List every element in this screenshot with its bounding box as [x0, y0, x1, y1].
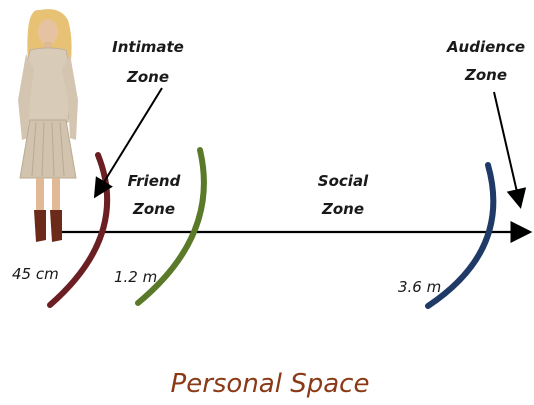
friend-zone-label-line1: Friend — [128, 172, 181, 190]
intimate-zone-label-line1: Intimate — [112, 38, 184, 56]
audience-pointer-arrow — [493, 91, 527, 209]
intimate-distance-label: 45 cm — [12, 265, 59, 283]
social-zone-label-line1: Social — [318, 172, 369, 190]
intimate-zone-arc — [47, 152, 111, 308]
audience-zone-label-line1: Audience — [446, 38, 525, 56]
social-zone-arc — [425, 162, 497, 309]
social-distance-label: 3.6 m — [398, 278, 441, 296]
friend-zone-label-line2: Zone — [132, 200, 175, 218]
intimate-zone-label-line2: Zone — [126, 68, 169, 86]
friend-distance-label: 1.2 m — [114, 268, 157, 286]
audience-zone-label-line2: Zone — [464, 66, 507, 84]
social-zone-label-line2: Zone — [321, 200, 364, 218]
diagram-caption: Personal Space — [171, 369, 370, 399]
intimate-pointer-arrow — [93, 87, 163, 199]
woman-figure — [18, 9, 78, 242]
friend-zone-arc — [135, 147, 207, 306]
